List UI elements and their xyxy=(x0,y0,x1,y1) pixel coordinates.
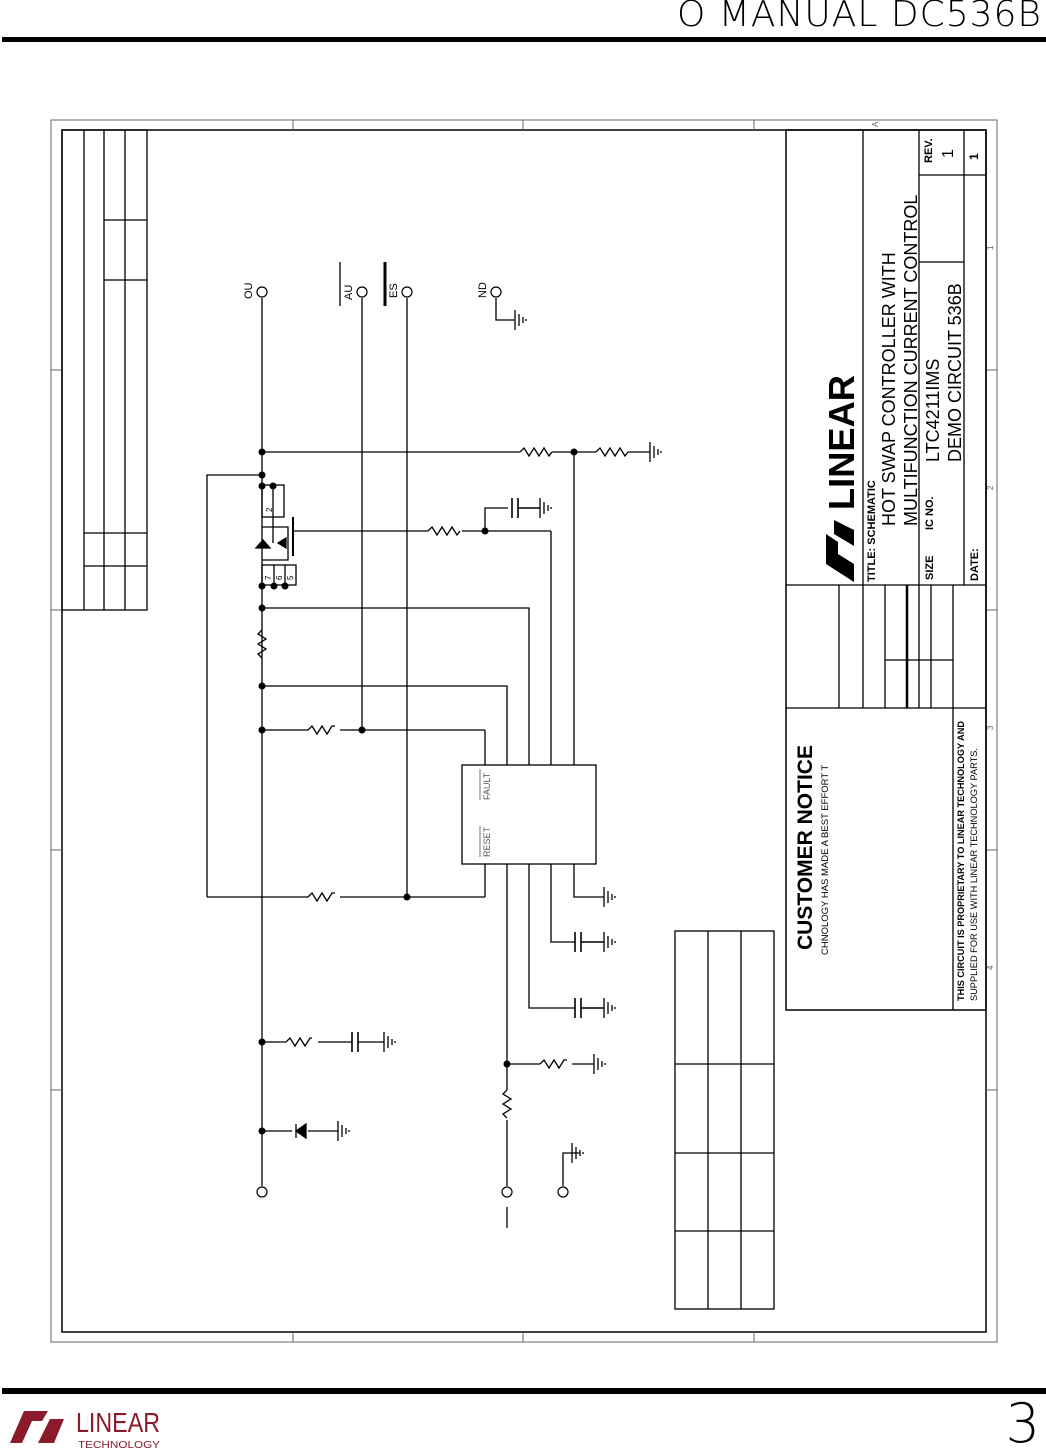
inner-frame xyxy=(61,129,987,1333)
terminal-label-nd: ND xyxy=(477,282,489,298)
terminal-label-au: AU xyxy=(343,285,355,300)
sheet-value: 1 xyxy=(967,153,981,160)
title-line-2: MULTIFUNCTION CURRENT CONTROL xyxy=(901,195,921,526)
grid-number-3: 3 xyxy=(986,725,995,730)
ground-symbols xyxy=(337,310,662,1163)
title-line-1: HOT SWAP CONTROLLER WITH xyxy=(879,252,899,526)
rev-value: 1 xyxy=(940,149,957,158)
header-rule xyxy=(2,37,1046,42)
ic-pin-reset: RESET xyxy=(482,826,492,857)
footer-logo-subtext: TECHNOLOGY xyxy=(78,1440,160,1449)
capacitors xyxy=(351,498,604,1052)
grid-number-2: 2 xyxy=(986,485,995,490)
terminal-label-out: OU xyxy=(243,282,255,299)
grid-number-1: 1 xyxy=(986,245,995,250)
customer-notice-body: CHNOLOGY HAS MADE A BEST EFFORT T xyxy=(820,765,831,955)
footer-linear-logo: LINEAR TECHNOLOGY xyxy=(10,1409,160,1449)
page-header-title: O MANUAL DC536B xyxy=(676,0,1042,35)
outer-frame xyxy=(50,119,998,1343)
mosfet-pin-5: 5 xyxy=(286,575,295,580)
ic-number: LTC4211IMS xyxy=(923,359,943,462)
parts-table xyxy=(674,930,775,1310)
footer-rule xyxy=(2,1388,1046,1394)
title-block xyxy=(785,129,987,1011)
mosfet-pin-6: 6 xyxy=(275,575,284,580)
notice-footer-line-2: SUPPLIED FOR USE WITH LINEAR TECHNOLOGY … xyxy=(969,748,980,1001)
grid-number-4: 4 xyxy=(986,965,995,970)
ic-no-label: IC NO. xyxy=(924,496,936,530)
rev-label: REV. xyxy=(923,138,935,163)
footer-logo-text: LINEAR xyxy=(76,1409,160,1438)
revision-table xyxy=(61,129,148,611)
title-label: TITLE: SCHEMATIC xyxy=(866,480,878,582)
customer-notice-heading: CUSTOMER NOTICE xyxy=(794,745,817,950)
mosfet-pin-7: 7 xyxy=(264,575,273,580)
svg-text:LINEAR: LINEAR xyxy=(821,375,862,510)
date-label: DATE: xyxy=(969,548,981,581)
title-block-logo: LINEAR xyxy=(821,375,862,582)
wires xyxy=(206,262,650,1228)
terminal-label-es: ES xyxy=(388,283,400,298)
junction-dots xyxy=(258,448,578,1135)
ic-pin-fault: FAULT xyxy=(482,772,492,800)
notice-footer-line-1: THIS CIRCUIT IS PROPRIETARY TO LINEAR TE… xyxy=(956,721,967,1001)
grid-letter-a: A xyxy=(871,121,880,127)
ic-ltc4211: RESET FAULT xyxy=(461,764,597,865)
terminals xyxy=(256,286,569,1198)
page-number: 3 xyxy=(1005,1392,1040,1455)
demo-circuit: DEMO CIRCUIT 536B xyxy=(945,283,965,462)
size-label: SIZE xyxy=(924,556,936,580)
frame-ticks xyxy=(51,120,997,1342)
mosfet-pin-2: 2 xyxy=(265,507,274,512)
resistors xyxy=(256,446,629,1119)
